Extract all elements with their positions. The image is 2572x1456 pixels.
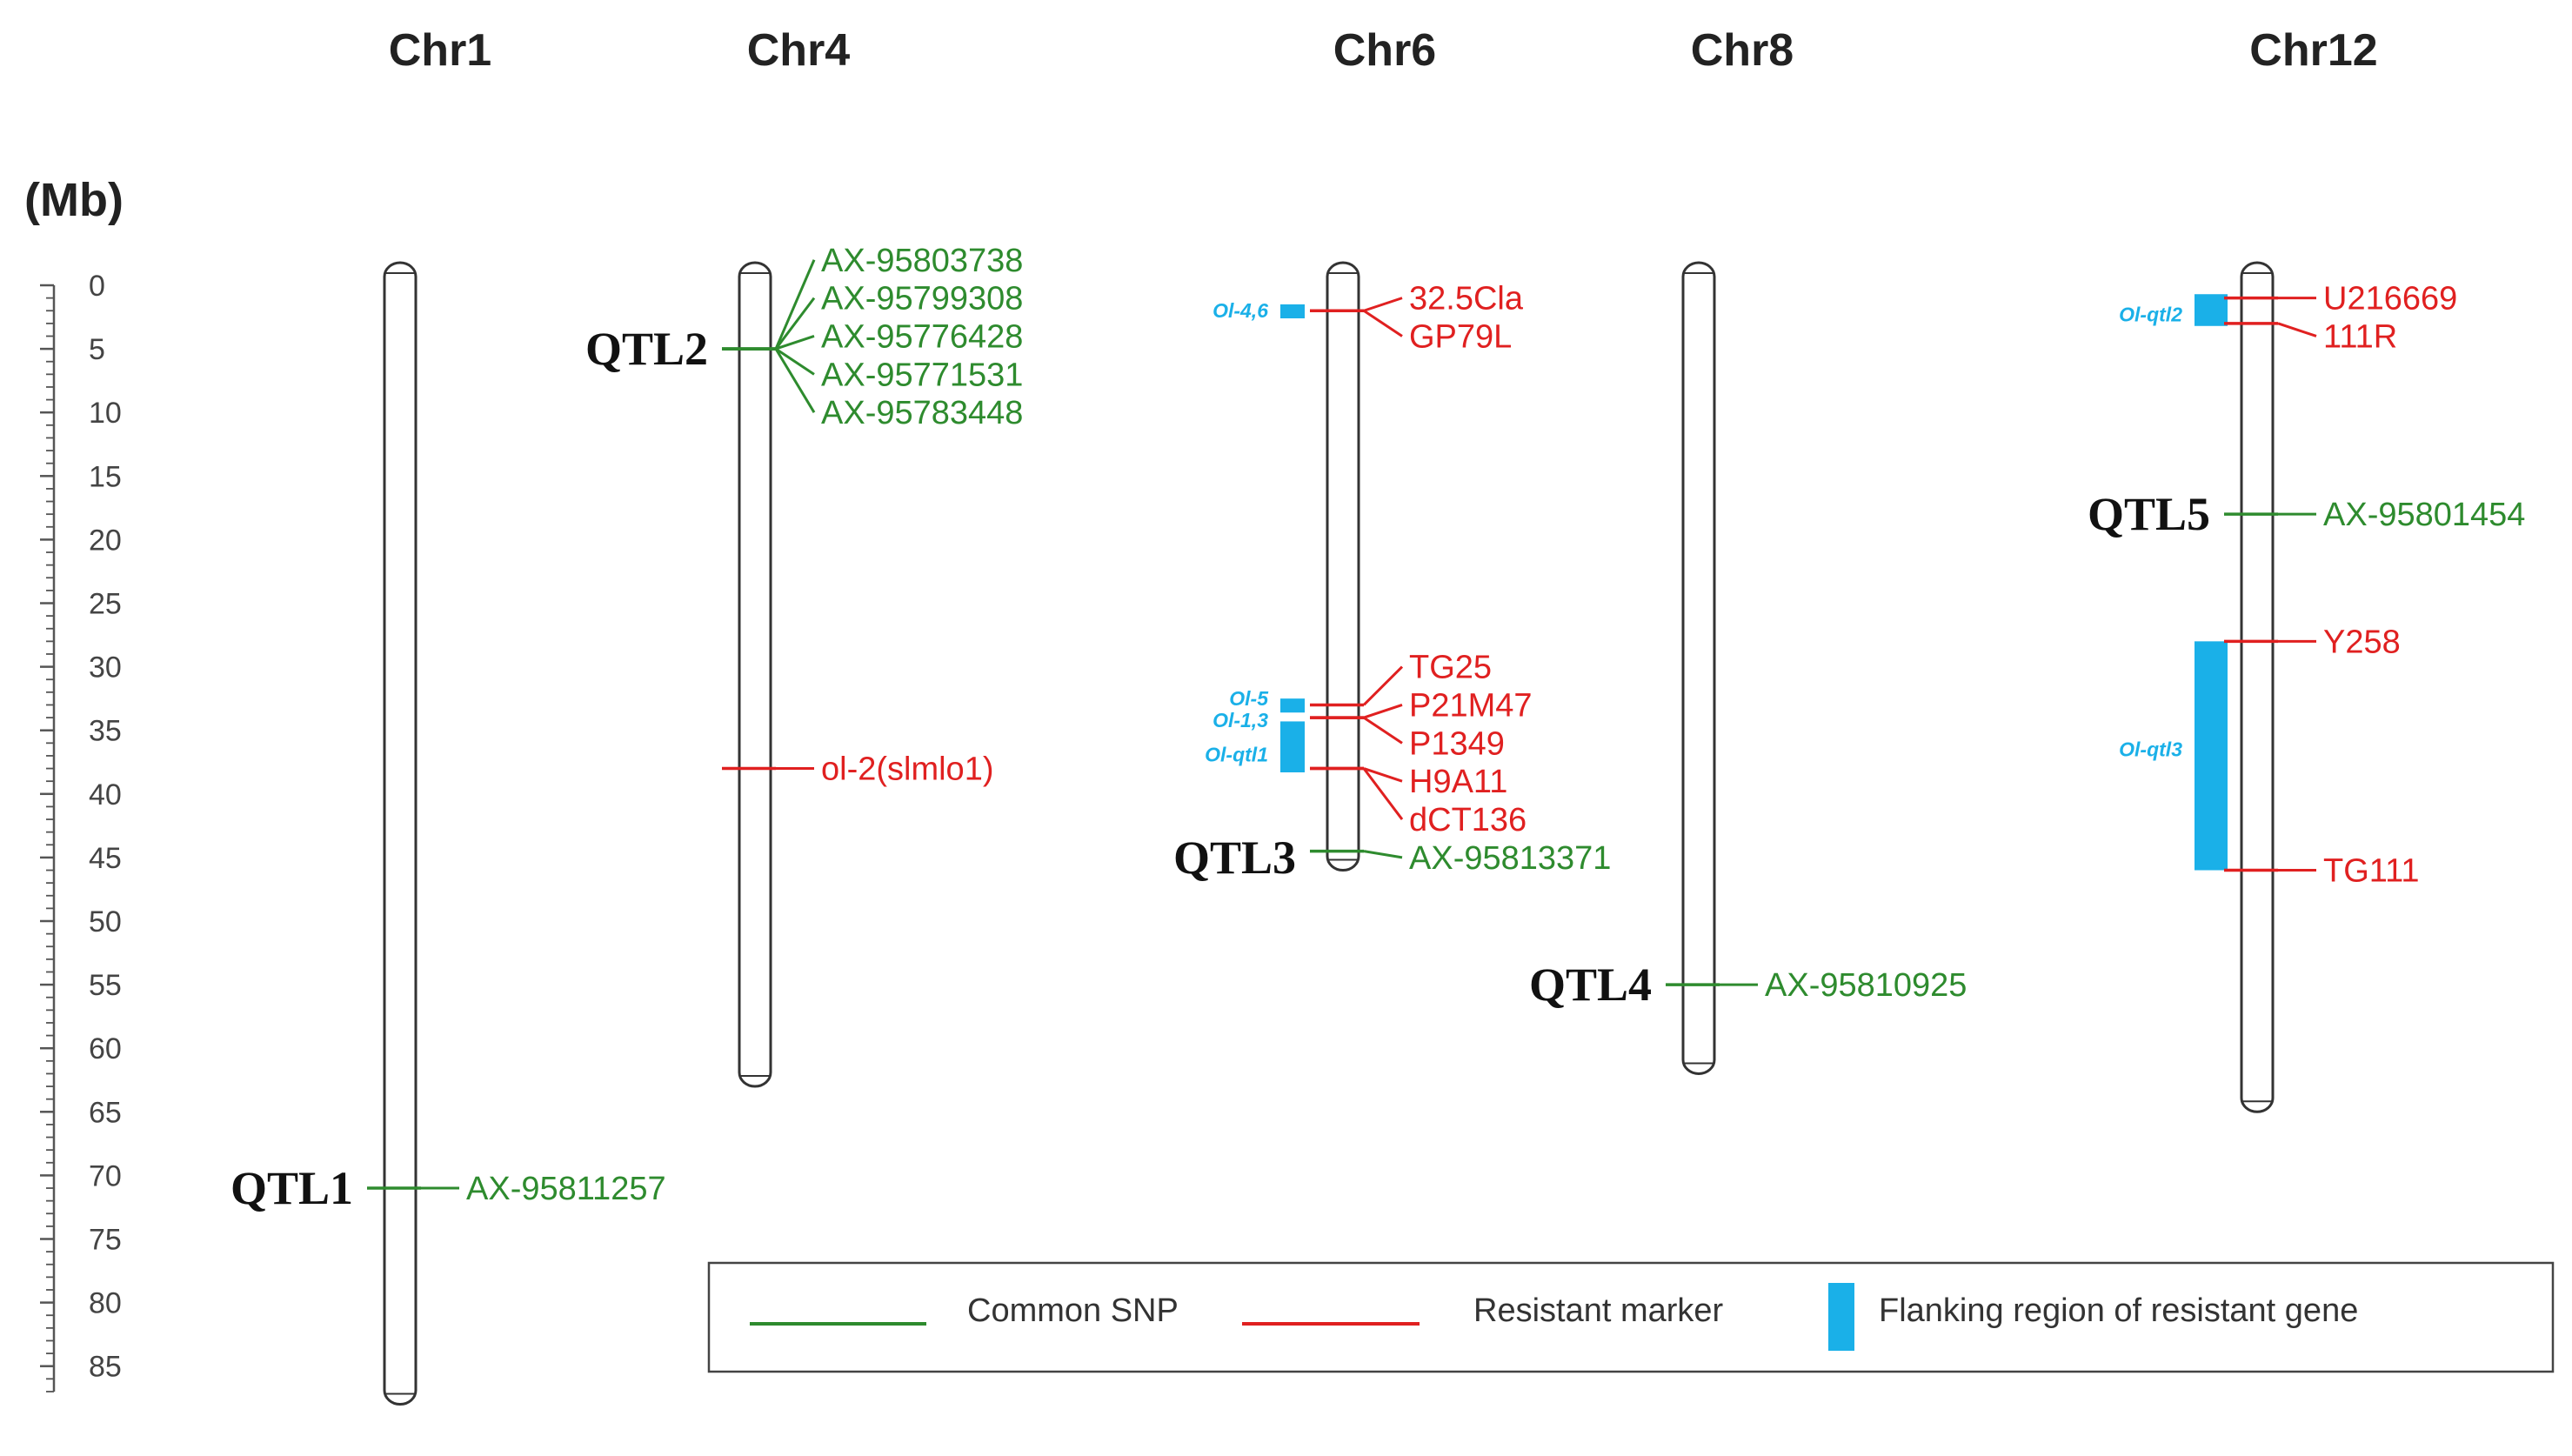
flanking-region — [1280, 721, 1305, 772]
chromosome-title: Chr6 — [1333, 25, 1436, 76]
marker-label: P21M47 — [1409, 687, 1533, 724]
flanking-region-label: Ol-qtl2 — [2119, 304, 2182, 326]
flanking-region — [2195, 641, 2228, 871]
marker-label: Y258 — [2323, 624, 2401, 660]
legend: Common SNP Resistant marker Flanking reg… — [707, 1261, 2555, 1373]
marker-label: AX-95803738 — [821, 243, 1023, 279]
marker-label: TG25 — [1409, 650, 1492, 686]
qtl-label: QTL4 — [1529, 958, 1652, 1011]
flanking-region-label: Ol-5 — [1229, 687, 1269, 710]
flanking-region — [1280, 304, 1305, 319]
marker-connector — [1362, 767, 1404, 820]
axis-tick-label: 0 — [89, 270, 105, 303]
chromosome-bar — [2240, 261, 2275, 1113]
marker-label: ol-2(slmlo1) — [821, 751, 993, 788]
legend-resistant-label: Resistant marker — [1473, 1292, 1724, 1329]
chromosome-bar — [738, 261, 772, 1088]
marker-connector — [2277, 322, 2317, 337]
axis-tick-label: 40 — [89, 778, 122, 811]
flanking-region — [2195, 294, 2228, 326]
marker-connector — [775, 335, 815, 351]
marker-label: AX-95813371 — [1409, 840, 1611, 877]
marker-connector — [774, 297, 816, 351]
flanking-region-label: Ol-4,6 — [1213, 299, 1268, 322]
marker-connector — [1363, 716, 1403, 745]
marker-label: dCT136 — [1409, 802, 1526, 838]
axis-tick-label: 55 — [89, 969, 122, 1002]
qtl-label: QTL3 — [1173, 832, 1296, 884]
axis-tick-label: 30 — [89, 651, 122, 685]
chromosome-bar — [383, 261, 418, 1406]
axis-tick-label: 35 — [89, 715, 122, 748]
marker-connector — [774, 259, 816, 350]
marker-label: P1349 — [1409, 725, 1505, 762]
chromosome-title: Chr4 — [747, 25, 851, 76]
marker-connector — [1363, 850, 1403, 859]
marker-connector — [1362, 665, 1404, 706]
marker-label: AX-95783448 — [821, 395, 1023, 431]
axis-tick-label: 65 — [89, 1096, 122, 1129]
marker-label: AX-95810925 — [1765, 967, 1967, 1004]
marker-connector — [1363, 309, 1403, 337]
axis-tick-label: 85 — [89, 1351, 122, 1384]
legend-snp-label: Common SNP — [967, 1292, 1179, 1329]
flanking-region-label: Ol-1,3 — [1213, 709, 1268, 731]
legend-region-label: Flanking region of resistant gene — [1879, 1292, 2358, 1329]
marker-label: 111R — [2323, 318, 2397, 355]
scale-axis: 0 5 10 15 20 25 30 35 40 45 50 55 60 65 70 75 80 85 — [40, 270, 122, 1393]
marker-label: AX-95799308 — [821, 281, 1023, 317]
marker-connector — [775, 347, 815, 376]
marker-label: AX-95776428 — [821, 318, 1023, 355]
chromosome-bar — [1681, 261, 1716, 1075]
axis-tick-label: 45 — [89, 842, 122, 875]
marker-connector — [774, 348, 816, 413]
marker-label: 32.5Cla — [1409, 281, 1524, 317]
marker-connector — [1363, 704, 1403, 719]
axis-tick-label: 5 — [89, 333, 105, 366]
legend-region-swatch — [1828, 1283, 1854, 1351]
qtl-label: QTL1 — [230, 1162, 353, 1214]
marker-label: AX-95801454 — [2323, 497, 2525, 533]
flanking-region-label: Ol-qtl3 — [2119, 738, 2182, 761]
marker-label: AX-95811257 — [466, 1171, 666, 1207]
chromosome-title: Chr1 — [389, 25, 491, 76]
axis-unit-label: (Mb) — [24, 174, 124, 226]
flanking-region — [1280, 698, 1305, 713]
legend-box — [707, 1261, 2555, 1373]
marker-label: H9A11 — [1409, 764, 1507, 800]
qtl-label: QTL2 — [585, 323, 708, 375]
marker-label: AX-95771531 — [821, 357, 1023, 393]
chromosome-bar — [1326, 261, 1360, 872]
chromosome-title: Chr8 — [1691, 25, 1794, 76]
axis-tick-label: 70 — [89, 1159, 122, 1192]
marker-connector — [1363, 767, 1403, 783]
axis-tick-label: 25 — [89, 588, 122, 621]
flanking-region-label: Ol-qtl1 — [1205, 743, 1268, 765]
axis-tick-label: 20 — [89, 524, 122, 557]
marker-connector — [1363, 297, 1403, 312]
axis-tick-label: 80 — [89, 1287, 122, 1320]
axis-tick-label: 15 — [89, 460, 122, 493]
chromosome-title: Chr12 — [2249, 25, 2377, 76]
marker-label: TG111 — [2323, 853, 2420, 890]
marker-label: U216669 — [2323, 281, 2457, 317]
axis-tick-label: 10 — [89, 397, 122, 430]
axis-tick-label: 50 — [89, 905, 122, 938]
marker-label: GP79L — [1409, 318, 1512, 355]
axis-tick-label: 60 — [89, 1032, 122, 1065]
axis-tick-label: 75 — [89, 1224, 122, 1257]
qtl-label: QTL5 — [2088, 488, 2210, 540]
